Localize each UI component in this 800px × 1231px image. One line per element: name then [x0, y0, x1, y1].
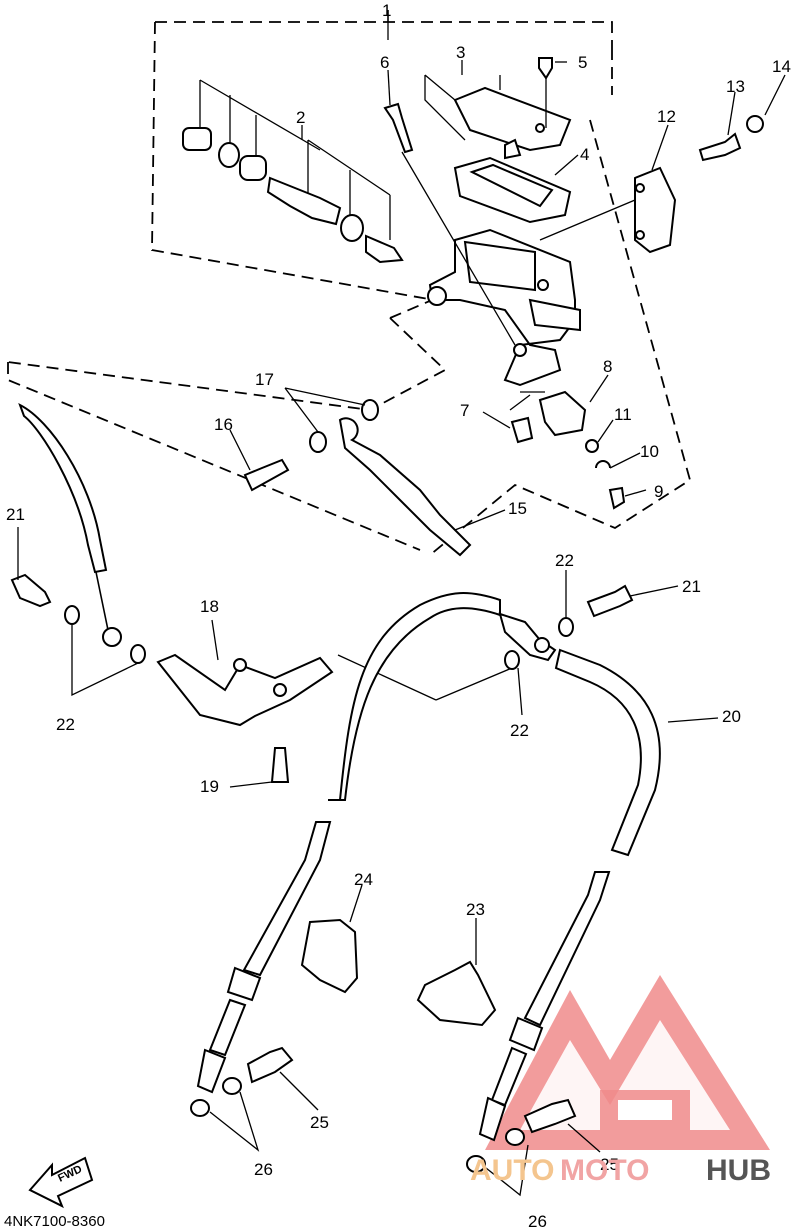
callout-17: 17 — [255, 370, 274, 389]
callout-14: 14 — [772, 57, 791, 76]
callout-12: 12 — [657, 107, 676, 126]
hose-clamps-and-bolts — [246, 918, 577, 1134]
callout-13: 13 — [726, 77, 745, 96]
callout-9: 9 — [654, 482, 663, 501]
piston-kit-parts — [182, 79, 404, 264]
part-code: 4NK7100-8360 — [4, 1213, 105, 1230]
handlebar-holder — [539, 115, 764, 254]
callout-16: 16 — [214, 415, 233, 434]
callout-22-left: 22 — [56, 715, 75, 734]
brake-hose-left-lower — [196, 821, 332, 1094]
forward-direction-arrow: FWD — [28, 1156, 94, 1209]
callout-26-left: 26 — [254, 1160, 273, 1179]
callout-23: 23 — [466, 900, 485, 919]
callout-11: 11 — [614, 405, 632, 424]
callout-24: 24 — [354, 870, 373, 889]
callout-7: 7 — [460, 401, 469, 420]
watermark-text: AUTO MOTO HUB — [470, 1154, 771, 1187]
callout-4: 4 — [580, 145, 589, 164]
callout-21-left: 21 — [6, 505, 25, 524]
callout-3: 3 — [456, 43, 465, 62]
callout-22-middle: 22 — [510, 721, 529, 740]
callout-6: 6 — [380, 53, 389, 72]
callout-20: 20 — [722, 707, 741, 726]
callout-21-right: 21 — [682, 577, 701, 596]
callout-leader-lines — [17, 22, 786, 1153]
brake-switch-parts — [509, 390, 626, 510]
callout-15: 15 — [508, 499, 527, 518]
reservoir-cap-and-diaphragm — [424, 57, 572, 224]
watermark-hub: HUB — [706, 1154, 771, 1187]
brake-hose-right-upper — [554, 648, 661, 857]
bleed-screw — [383, 102, 516, 346]
callout-22-top: 22 — [555, 551, 574, 570]
master-cylinder-body — [427, 228, 581, 387]
callout-1: 1 — [382, 1, 391, 20]
banjo-gaskets-and-bolts — [10, 573, 634, 716]
callout-19: 19 — [200, 777, 219, 796]
callout-25-left: 25 — [310, 1113, 329, 1132]
watermark-moto: MOTO — [560, 1154, 649, 1187]
three-way-joint — [156, 619, 513, 783]
watermark-auto: AUTO — [470, 1154, 554, 1187]
callout-10: 10 — [640, 442, 659, 461]
brake-hose-left-upper — [328, 592, 501, 801]
callout-labels: 1 2 3 4 5 6 7 8 9 10 11 12 13 14 15 16 1… — [6, 1, 791, 1231]
master-cylinder-assembly-boundary — [7, 10, 692, 556]
brake-hose-right-lower — [478, 871, 611, 1142]
callout-26-right: 26 — [528, 1212, 547, 1231]
left-hose-segment — [18, 402, 122, 647]
upper-brake-hose — [243, 387, 472, 557]
callout-18: 18 — [200, 597, 219, 616]
callout-5: 5 — [578, 53, 587, 72]
washers-26 — [190, 1077, 529, 1197]
callout-8: 8 — [603, 357, 612, 376]
callout-2: 2 — [296, 108, 305, 127]
callout-25-right: 25 — [600, 1155, 619, 1174]
